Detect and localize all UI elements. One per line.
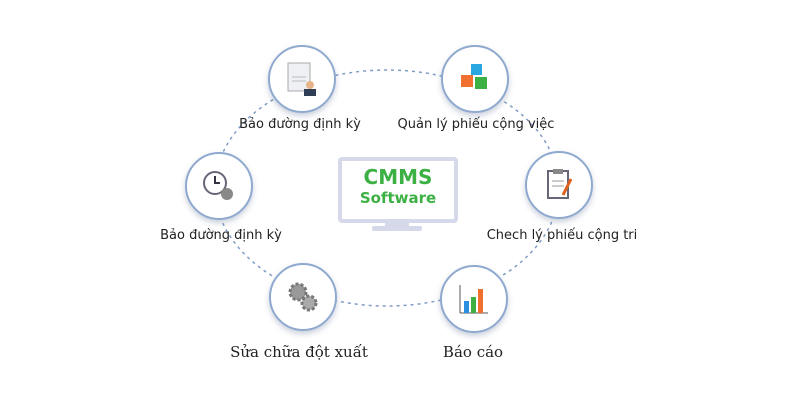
document-person-icon (287, 62, 316, 96)
node-periodic-maintenance[interactable] (268, 45, 336, 113)
node-label: Chech lý phiếu cộng tri (486, 228, 638, 243)
clock-gear-icon (203, 171, 233, 200)
node-work-orders[interactable] (441, 45, 509, 113)
node-review[interactable] (525, 151, 593, 219)
monitor-base (372, 226, 422, 231)
center-title: CMMS (363, 165, 433, 189)
node-label: Bảo đường định kỳ (239, 117, 361, 132)
node-label: Quản lý phiếu cộng việc (397, 117, 555, 132)
monitor-stand (385, 219, 409, 227)
clipboard-icon (547, 169, 573, 199)
node-reports[interactable] (440, 265, 508, 333)
cubes-icon (461, 64, 487, 89)
cmms-monitor: CMMS Software (338, 157, 458, 223)
center-subtitle: Software (359, 189, 437, 207)
node-label: Bảo đường định kỳ (160, 228, 282, 243)
node-repair[interactable] (269, 263, 337, 331)
bar-chart-icon (459, 285, 488, 314)
node-label: Sửa chữa đột xuất (230, 343, 368, 361)
node-scheduled[interactable] (185, 152, 253, 220)
gears-icon (288, 282, 318, 312)
node-label: Báo cáo (442, 343, 504, 361)
